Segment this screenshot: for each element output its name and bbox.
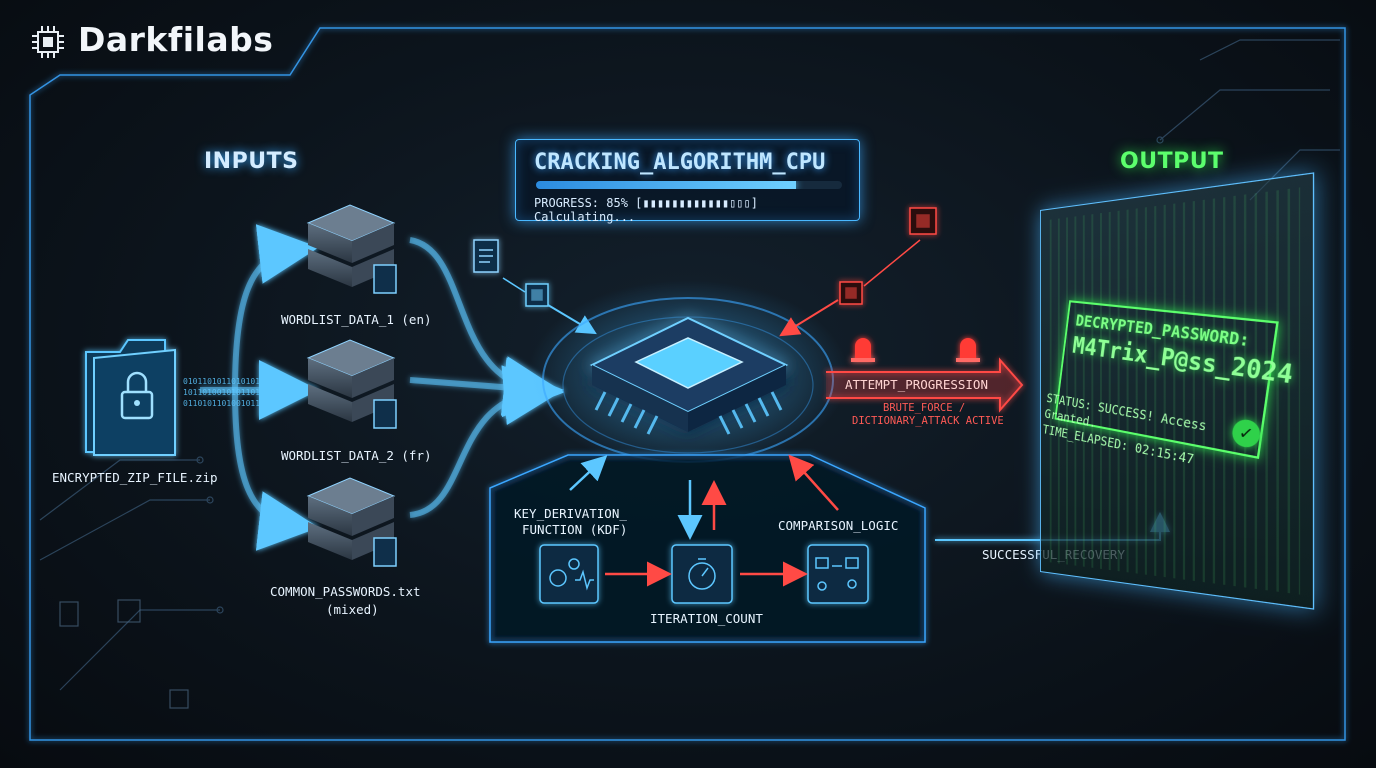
merge-arrows bbox=[409, 237, 564, 518]
red-connector bbox=[779, 299, 839, 337]
kdf-icon bbox=[539, 544, 599, 604]
algorithm-panel: CRACKING_ALGORITHM_CPU PROGRESS: 85% [▮▮… bbox=[515, 139, 860, 224]
wordlist-3-label: COMMON_PASSWORDS.txt bbox=[270, 584, 421, 599]
chip-icon bbox=[32, 26, 64, 58]
red-connector-top bbox=[863, 239, 921, 287]
wordlist-1-label: WORDLIST_DATA_1 (en) bbox=[281, 312, 432, 327]
alarm-light-icon-2 bbox=[956, 338, 980, 362]
iteration-label: ITERATION_COUNT bbox=[650, 611, 763, 626]
inputs-heading: INPUTS bbox=[204, 149, 299, 174]
red-chip-icon-top bbox=[909, 207, 937, 235]
stopwatch-icon bbox=[671, 544, 733, 604]
encrypted-folder-icon bbox=[85, 339, 176, 456]
encrypted-file-label: ENCRYPTED_ZIP_FILE.zip bbox=[52, 470, 218, 485]
algorithm-title: CRACKING_ALGORITHM_CPU bbox=[534, 150, 826, 175]
server-stack-1 bbox=[306, 204, 397, 294]
branch-arrows bbox=[200, 224, 319, 551]
chip-small-icon bbox=[525, 283, 549, 307]
comparison-label: COMPARISON_LOGIC bbox=[778, 518, 899, 533]
document-icon bbox=[473, 239, 499, 273]
svg-text:0101101011010101011: 0101101011010101011 bbox=[183, 377, 275, 386]
attempt-arrow bbox=[826, 357, 1024, 413]
doc-connector bbox=[502, 277, 526, 293]
outer-frame bbox=[29, 27, 1346, 741]
output-heading: OUTPUT bbox=[1120, 149, 1224, 174]
kdf-label-line1: KEY_DERIVATION_ bbox=[514, 506, 627, 521]
comparison-icon bbox=[807, 544, 869, 604]
faint-icons bbox=[59, 599, 189, 709]
attack-mode-line2: DICTIONARY_ATTACK ACTIVE bbox=[852, 415, 1004, 427]
attempt-label: ATTEMPT_PROGRESSION bbox=[845, 377, 988, 392]
process-arrows bbox=[569, 454, 839, 587]
server-stack-3 bbox=[306, 477, 397, 567]
server-stack-2 bbox=[306, 339, 397, 429]
wordlist-3-sublabel: (mixed) bbox=[326, 602, 379, 617]
progress-bar bbox=[536, 181, 842, 189]
red-chip-icon bbox=[839, 281, 863, 305]
wordlist-2-label: WORDLIST_DATA_2 (fr) bbox=[281, 448, 432, 463]
brand-name: Darkfilabs bbox=[78, 20, 274, 59]
progress-text: PROGRESS: 85% [▮▮▮▮▮▮▮▮▮▮▮▮▯▯▯] Calculat… bbox=[534, 196, 758, 224]
cpu-chip bbox=[528, 220, 848, 470]
svg-text:0110101101001011010: 0110101101001011010 bbox=[183, 399, 275, 408]
attack-mode-line1: BRUTE_FORCE / bbox=[883, 402, 966, 414]
alarm-light-icon bbox=[851, 338, 875, 362]
kdf-label-line2: FUNCTION (KDF) bbox=[522, 522, 628, 537]
progress-bar-fill bbox=[536, 181, 797, 189]
